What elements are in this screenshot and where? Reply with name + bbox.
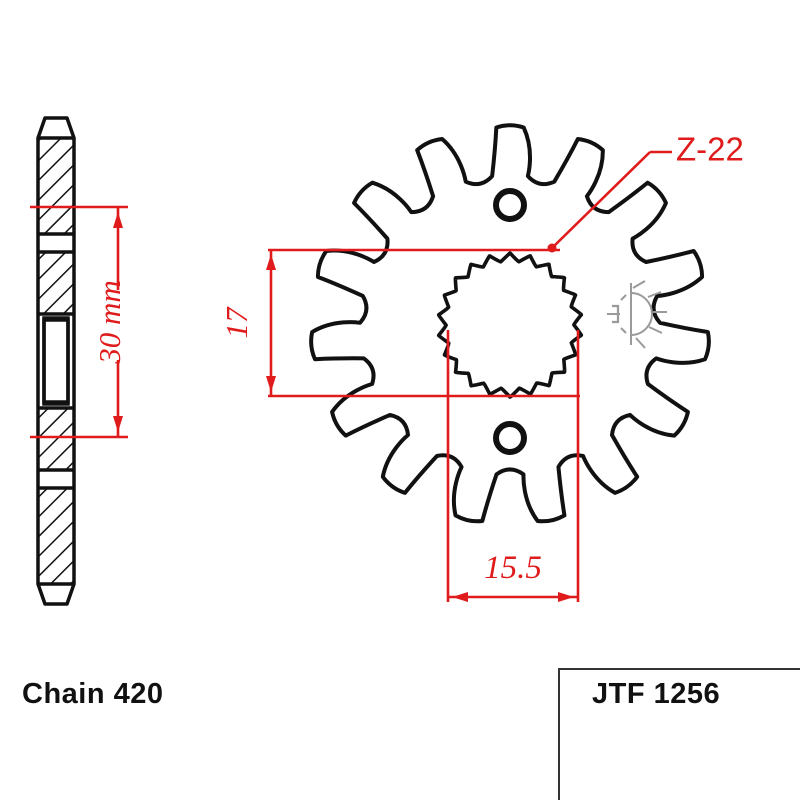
bore-height-label: 17 xyxy=(219,306,254,339)
side-profile-dividers xyxy=(38,136,74,586)
thickness-dimension-label: 30 mm xyxy=(92,280,127,365)
z22-leader-line xyxy=(551,151,651,249)
front-view xyxy=(309,123,711,524)
spline-callout-label: Z-22 xyxy=(676,131,744,168)
side-profile-web-outline xyxy=(42,316,70,406)
width-arrow-left xyxy=(452,592,468,602)
part-number-frame-horizontal xyxy=(558,668,800,670)
sprocket-outer-profile xyxy=(309,123,711,524)
side-profile-web-lower xyxy=(44,320,68,402)
part-number-label: JTF 1256 xyxy=(592,678,721,710)
tooth-width-label: 15.5 xyxy=(484,550,542,586)
tooth-width-dimension xyxy=(446,330,580,602)
thickness-dimension xyxy=(30,205,128,439)
splined-bore xyxy=(436,251,584,399)
surface-finish-symbol xyxy=(607,280,667,349)
bore-arrow-top xyxy=(266,254,276,270)
bore-arrow-bottom xyxy=(266,376,276,392)
lightening-hole-top xyxy=(493,188,527,222)
width-arrow-right xyxy=(558,592,574,602)
lightening-hole-bottom xyxy=(493,421,527,455)
thickness-arrow-bottom xyxy=(113,416,123,432)
section-hatching xyxy=(38,138,74,584)
thickness-arrow-top xyxy=(113,212,123,228)
bore-height-dimension xyxy=(266,248,580,398)
side-section-view xyxy=(36,116,76,606)
spline-callout-leader xyxy=(547,150,672,253)
side-profile-outline xyxy=(36,116,76,606)
chain-label: Chain 420 xyxy=(22,678,164,710)
lightening-holes xyxy=(493,188,527,455)
side-profile-web xyxy=(42,318,70,404)
part-number-frame-vertical xyxy=(558,668,560,800)
